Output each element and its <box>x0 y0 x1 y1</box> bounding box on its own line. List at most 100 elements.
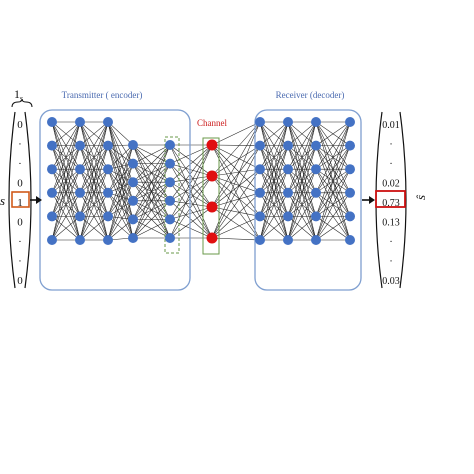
neuron-node <box>75 117 85 127</box>
channel-label: Channel <box>197 118 227 128</box>
connection-edge <box>107 169 134 201</box>
neuron-node <box>128 158 138 169</box>
vector-entry: · <box>18 158 22 170</box>
connection-edge <box>169 200 213 208</box>
neuron-node <box>47 235 57 245</box>
connection-edge <box>259 216 289 241</box>
receiver-box <box>254 109 362 291</box>
connection-edge <box>259 121 289 217</box>
connection-edge <box>79 121 109 217</box>
neuron-node <box>311 187 321 198</box>
connection-edge <box>51 121 81 241</box>
output-vector-right-paren <box>399 111 407 289</box>
input-highlight-box <box>11 191 30 208</box>
vector-entry: 0.73 <box>382 198 400 209</box>
neuron-node <box>255 211 265 222</box>
channel-node <box>206 170 218 182</box>
connection-edge <box>132 144 171 183</box>
vector-entry: 0.03 <box>382 276 400 287</box>
connection-edge <box>211 121 261 239</box>
neuron-node <box>103 140 113 151</box>
vector-entry: · <box>389 140 392 151</box>
connection-edge <box>211 144 261 146</box>
connection-edge <box>107 144 134 170</box>
connection-edge <box>169 206 213 239</box>
network-connections <box>51 121 351 241</box>
connection-edge <box>259 121 289 170</box>
connection-edge <box>51 169 81 241</box>
connection-edge <box>107 144 134 241</box>
connection-edge <box>211 169 261 239</box>
neuron-node <box>103 235 113 245</box>
connection-edge <box>51 121 81 146</box>
vector-entry: 0 <box>17 119 23 131</box>
connection-edge <box>132 219 171 239</box>
neuron-node <box>47 140 57 151</box>
input-symbol: s <box>0 193 5 208</box>
neuron-node <box>255 117 265 127</box>
connection-edge <box>211 206 261 241</box>
vector-entry: · <box>18 139 22 151</box>
connection-edge <box>132 182 171 239</box>
connection-edge <box>211 121 261 208</box>
neuron-node <box>165 233 175 243</box>
neuron-node <box>345 235 355 245</box>
transmitter-label: Transmitter ( encoder) <box>62 90 143 100</box>
connection-edge <box>169 206 213 220</box>
neuron-node <box>103 164 113 175</box>
vector-entry: 1 <box>17 197 23 209</box>
connection-edge <box>211 192 261 239</box>
connection-edge <box>259 121 289 193</box>
vector-entry: · <box>389 237 392 248</box>
connection-edge <box>107 192 134 239</box>
connection-edge <box>169 163 213 177</box>
connection-edge <box>169 144 213 201</box>
vector-entry: · <box>389 159 392 170</box>
neuron-node <box>47 187 57 198</box>
neuron-node <box>345 140 355 151</box>
connection-edge <box>315 121 351 241</box>
connection-edge <box>315 216 351 241</box>
connection-edge <box>107 200 134 241</box>
connection-edge <box>169 144 213 239</box>
connection-edge <box>132 144 171 239</box>
neuron-node <box>103 187 113 198</box>
connection-edge <box>79 145 109 241</box>
neuron-node <box>165 177 175 188</box>
neuron-node <box>311 164 321 175</box>
neuron-node <box>47 117 57 127</box>
connection-edge <box>211 206 261 217</box>
connection-edge <box>287 121 317 170</box>
connection-edge <box>169 175 213 220</box>
connection-edge <box>259 192 289 241</box>
connection-edge <box>51 145 81 241</box>
connection-edge <box>211 145 261 208</box>
connection-edge <box>169 175 213 183</box>
connection-edge <box>169 144 213 220</box>
neuron-node <box>128 140 138 150</box>
neuron-node <box>311 235 321 245</box>
neuron-node <box>75 211 85 222</box>
connection-edge <box>132 163 171 239</box>
neuron-node <box>128 177 138 188</box>
connection-edge <box>107 144 134 193</box>
vector-entry: 0 <box>17 217 23 229</box>
connection-edge <box>211 175 261 241</box>
connection-edge <box>132 144 171 164</box>
vector-entry: 0 <box>17 178 23 190</box>
connection-edge <box>107 182 134 241</box>
connection-edge <box>79 169 109 241</box>
receiver-label: Receiver (decoder) <box>276 90 345 100</box>
connection-edge <box>211 192 261 208</box>
input-vector-left-paren <box>8 111 16 289</box>
neuron-node <box>255 235 265 245</box>
connection-edge <box>211 144 261 241</box>
connection-edge <box>51 216 81 241</box>
neuron-node <box>283 140 293 151</box>
connection-edge <box>132 144 171 220</box>
connection-edge <box>259 145 289 241</box>
connection-edge <box>211 216 261 239</box>
connection-edge <box>315 121 351 217</box>
connection-edge <box>79 121 109 193</box>
vector-entry: · <box>18 236 22 248</box>
